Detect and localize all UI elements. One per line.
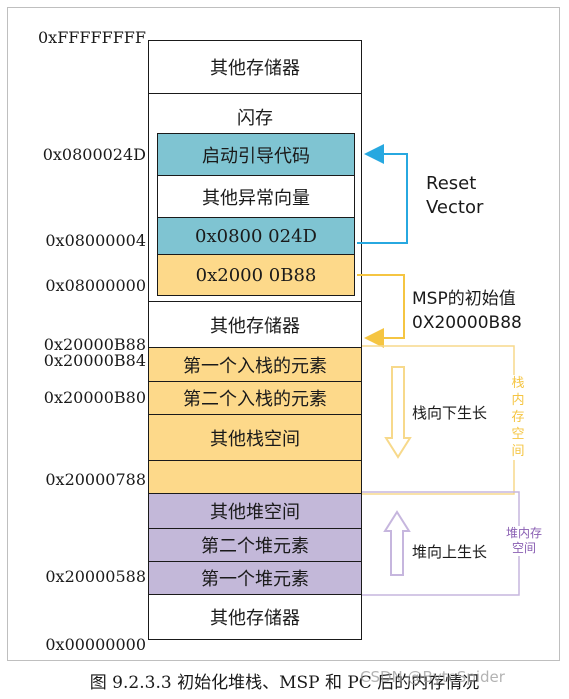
- address-0x20000b88: 0x20000B88: [43, 335, 146, 354]
- reset-label-line2: Vector: [426, 197, 484, 218]
- stack-first-element: 第一个入栈的元素: [148, 347, 362, 382]
- watermark: CSDN @ByteSpider: [360, 668, 505, 686]
- address-0x08000004: 0x08000004: [45, 231, 146, 250]
- stack-second-element: 第二个入栈的元素: [148, 381, 362, 415]
- stack-space-char-4: 空: [511, 427, 525, 442]
- flash-title: 闪存: [237, 108, 273, 129]
- heap-space-label: 堆内存 空间: [501, 526, 547, 556]
- reset-vector-value: 0x0800 024D: [195, 225, 317, 247]
- address-0x20000b80: 0x20000B80: [43, 388, 146, 407]
- msp-initial-label: MSP的初始值 0X20000B88: [412, 287, 522, 335]
- figure-frame: [7, 7, 560, 661]
- address-0x20000588: 0x20000588: [45, 567, 146, 586]
- stack-bottom-space: [148, 460, 362, 494]
- reset-vector-label: Reset Vector: [426, 172, 483, 220]
- stack-other-space: 其他栈空间: [148, 414, 362, 461]
- other-vectors-block: 其他异常向量: [157, 175, 355, 218]
- msp-label-line2: 0X20000B88: [412, 313, 522, 333]
- msp-pointer-arrow: [357, 274, 405, 348]
- msp-init-value: 0x2000 0B88: [195, 264, 317, 286]
- stack-space-char-2: 内: [511, 393, 525, 408]
- memory-other-bottom: 其他存储器: [148, 594, 362, 640]
- reset-label-line1: Reset: [426, 173, 477, 194]
- boot-code-label: 启动引导代码: [202, 145, 310, 167]
- heap-grow-up-arrow: [383, 510, 411, 576]
- reset-vector-block: 0x0800 024D: [157, 217, 355, 255]
- msp-label-line1: MSP的初始值: [412, 289, 516, 309]
- heap-grow-label: 堆向上生长: [412, 543, 488, 561]
- stack-grow-label: 栈向下生长: [412, 404, 488, 422]
- heap-second-label: 第二个堆元素: [201, 536, 309, 557]
- other-vectors-label: 其他异常向量: [202, 187, 310, 209]
- stack-space-char-1: 栈: [511, 376, 525, 391]
- stack-second-label: 第二个入栈的元素: [183, 389, 327, 410]
- stack-grow-down-arrow: [384, 366, 412, 459]
- stack-space-label: 栈 内 存 空 间: [511, 375, 525, 460]
- stack-first-label: 第一个入栈的元素: [183, 355, 327, 377]
- msp-init-block: 0x2000 0B88: [157, 254, 355, 296]
- stack-space-char-3: 存: [511, 410, 525, 425]
- address-0x08000000: 0x08000000: [45, 276, 146, 295]
- address-0x00000000: 0x00000000: [45, 635, 146, 654]
- boot-code-block: 启动引导代码: [157, 133, 355, 176]
- figure-caption: 图 9.2.3.3 初始化堆栈、MSP 和 PC 后的内存情况: [89, 673, 480, 693]
- stack-other-label: 其他栈空间: [210, 428, 300, 450]
- stack-space-char-5: 间: [511, 444, 525, 459]
- address-0xffffffff: 0xFFFFFFFF: [37, 28, 146, 47]
- heap-first-element: 第一个堆元素: [148, 561, 362, 595]
- address-0x20000788: 0x20000788: [45, 470, 146, 489]
- address-0x0800024d: 0x0800024D: [42, 145, 146, 164]
- address-0x20000b84: 0x20000B84: [43, 351, 146, 370]
- heap-other-label: 其他堆空间: [210, 502, 300, 523]
- memory-other-top-label: 其他存储器: [210, 58, 300, 79]
- memory-other-bottom-label: 其他存储器: [210, 608, 300, 629]
- memory-other-mid-label: 其他存储器: [210, 315, 300, 337]
- heap-first-label: 第一个堆元素: [201, 569, 309, 590]
- heap-space-line2: 空间: [511, 541, 536, 555]
- heap-space-line1: 堆内存: [505, 526, 542, 540]
- reset-vector-arrow: [357, 144, 408, 244]
